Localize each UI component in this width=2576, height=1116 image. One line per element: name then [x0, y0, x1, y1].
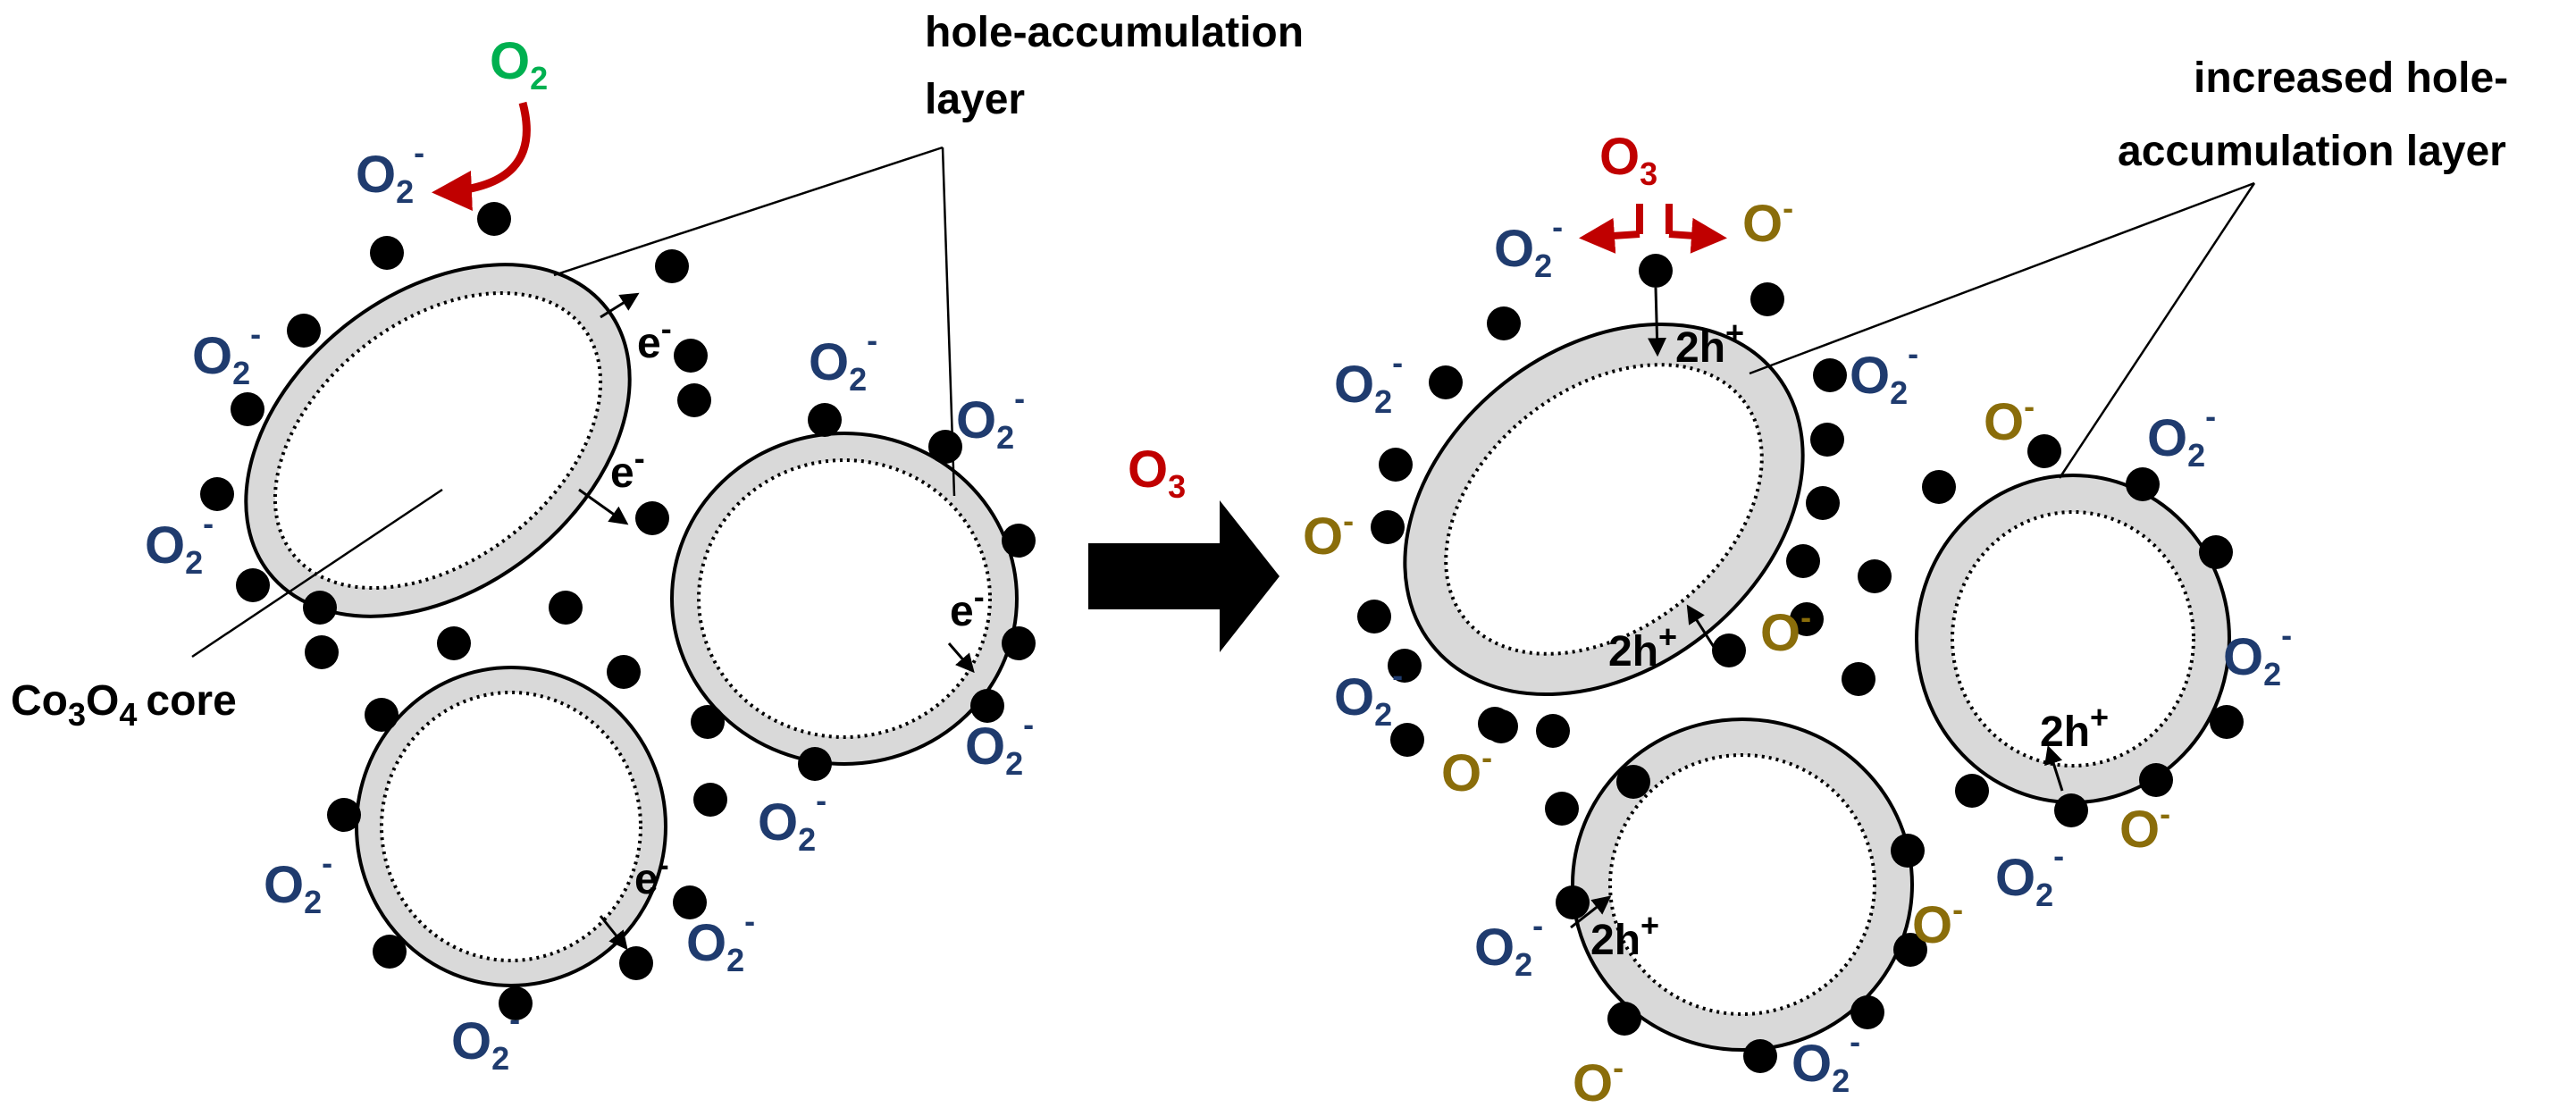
o-ion-label: O-	[1984, 388, 2035, 451]
increased-hole-label-line2: accumulation layer	[2118, 128, 2506, 175]
hole-arrows-right	[1570, 287, 2064, 929]
o2-gas-label: O2	[490, 32, 548, 96]
core-boundary	[1608, 753, 1876, 1016]
o2-ion-label: O2-	[192, 315, 261, 391]
hole-label: 2h+	[2040, 699, 2109, 756]
o-ion-label: O-	[1303, 502, 1354, 566]
particle-left-1	[244, 263, 632, 618]
o2-ion-label: O2-	[145, 505, 214, 581]
reaction-arrow	[1088, 500, 1280, 652]
o2-ion-label: O2-	[1791, 1023, 1860, 1099]
o-ion-label: O-	[2119, 795, 2170, 859]
particle-right-3	[1571, 717, 1914, 1052]
o2-ion-label: O2-	[965, 706, 1034, 782]
right-panel	[1357, 181, 2256, 1073]
o2-ion-label: O2-	[956, 380, 1025, 456]
electron-label: e-	[634, 846, 669, 903]
particle-left-2	[670, 432, 1019, 766]
electron-arrows-left	[578, 292, 975, 951]
o-ion-label: O-	[1760, 599, 1811, 662]
o2-ion-label: O2-	[1334, 344, 1403, 420]
o2-ion-label: O2-	[758, 782, 827, 858]
o2-ion-label: O2-	[451, 1001, 520, 1077]
electron-label: e-	[610, 440, 645, 497]
o2-ion-label: O2-	[356, 134, 424, 210]
electron-label: e-	[637, 310, 672, 367]
hole-accumulation-label-line1: hole-accumulation	[925, 9, 1304, 56]
leader-lines-left	[191, 146, 956, 659]
hole-label: 2h+	[1675, 315, 1744, 372]
particle-right-1	[1403, 322, 1805, 697]
o2-ion-label: O2-	[809, 322, 877, 398]
o2-ion-label: O2-	[1995, 837, 2064, 913]
o-ion-label: O-	[1742, 189, 1793, 253]
o2-ion-label: O2-	[1494, 208, 1563, 284]
particle-right-2	[1915, 474, 2231, 804]
core-boundary	[697, 458, 992, 739]
o-ion-label: O-	[1573, 1049, 1624, 1112]
o2-ion-label: O2-	[264, 844, 332, 920]
left-panel	[191, 101, 1036, 1020]
o2-ion-label: O2-	[686, 902, 755, 978]
o3-dissociation-arrow	[1579, 204, 1727, 254]
o2-ion-label: O2-	[1850, 335, 1918, 411]
o2-ion-label: O2-	[1474, 907, 1543, 983]
o3-reaction-label: O3	[1128, 441, 1186, 505]
o2-ion-label: O2-	[2147, 398, 2216, 474]
o3-gas-label: O3	[1599, 128, 1657, 192]
core-boundary	[1951, 510, 2195, 768]
hole-label: 2h+	[1608, 618, 1677, 675]
o2-ion-label: O2-	[1334, 657, 1403, 733]
o-ion-label: O-	[1441, 739, 1492, 802]
core-boundary	[1444, 363, 1764, 656]
leader-lines-right	[1749, 181, 2256, 479]
adsorbed-dots-left	[200, 202, 1036, 1020]
electron-label: e-	[950, 578, 985, 635]
o2-ion-label: O2-	[2223, 617, 2292, 692]
increased-hole-label-line1: increased hole-	[2194, 55, 2508, 102]
particle-left-3	[355, 666, 667, 987]
core-boundary	[380, 691, 642, 962]
core-boundary	[273, 290, 603, 591]
o-ion-label: O-	[1912, 891, 1963, 954]
hole-accumulation-label-line2: layer	[925, 76, 1025, 123]
o2-adsorption-arrow	[432, 101, 531, 211]
adsorbed-dots-right	[1357, 254, 2244, 1073]
hole-label: 2h+	[1590, 907, 1659, 964]
